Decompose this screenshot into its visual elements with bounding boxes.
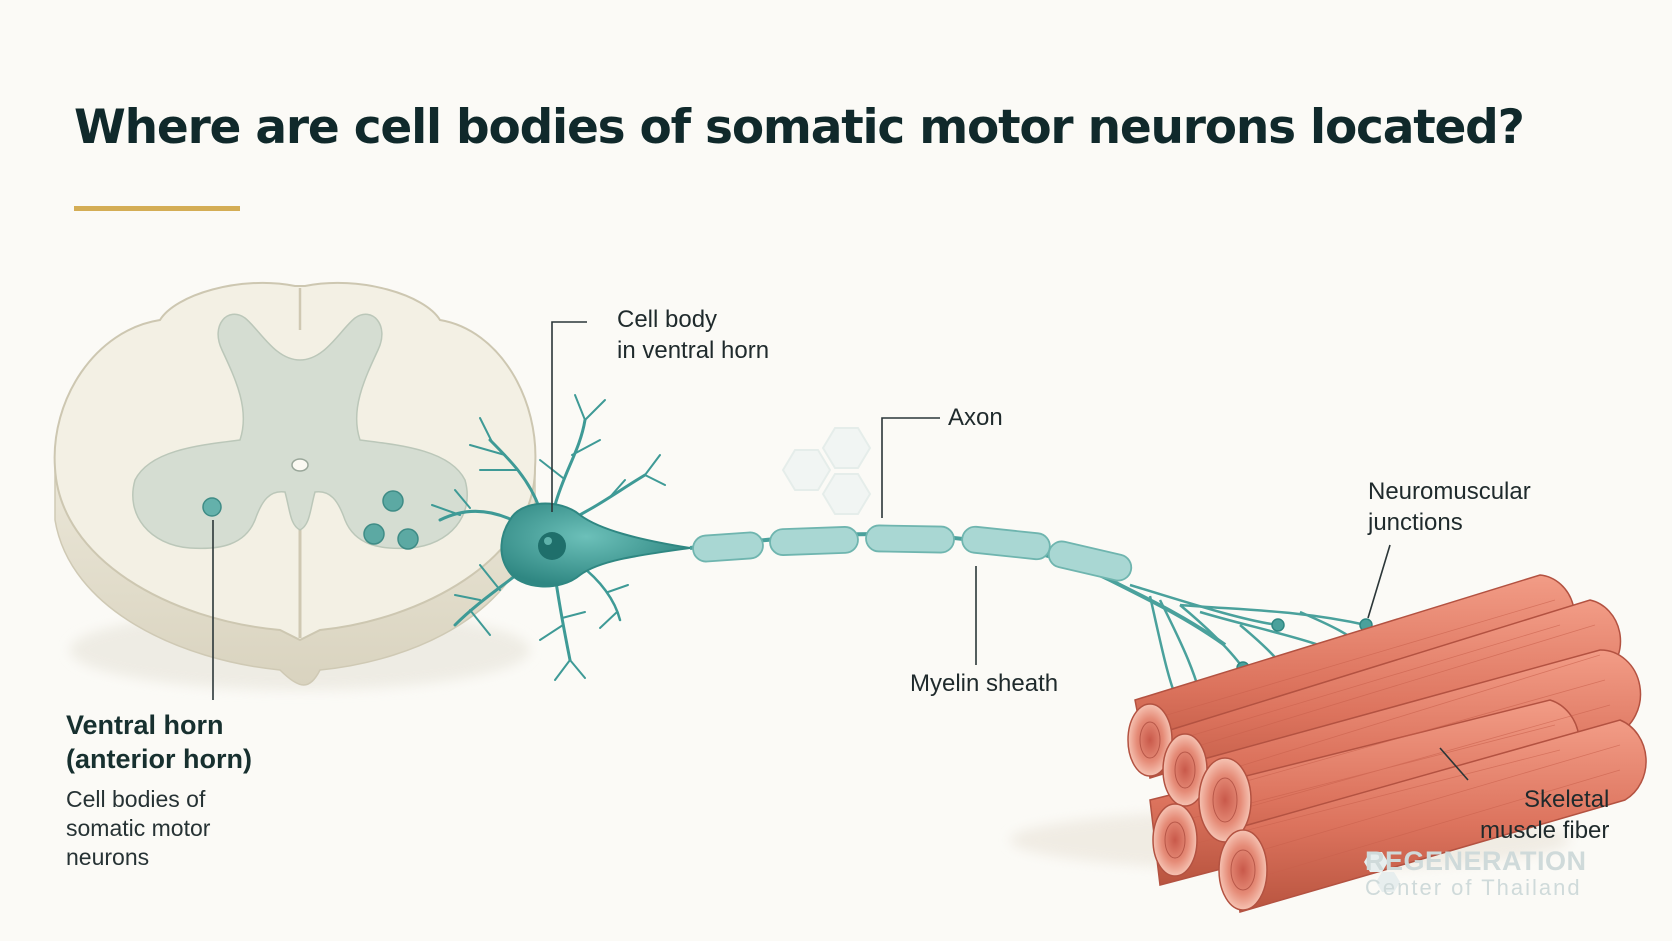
myelin-sheath <box>692 524 1133 582</box>
label-myelin-sheath: Myelin sheath <box>910 670 1059 697</box>
label-skeletal-muscle-fiber: Skeletal muscle fiber <box>1480 786 1610 844</box>
label-ventral-horn-description: Cell bodies of somatic motor neurons <box>66 786 211 870</box>
label-ventral-horn: Ventral horn (anterior horn) <box>66 710 252 774</box>
title-underline <box>74 206 240 211</box>
neuron-cell-body <box>500 502 691 588</box>
leader-lines <box>212 321 1469 781</box>
page-title: Where are cell bodies of somatic motor n… <box>74 100 1525 155</box>
label-cell-body: Cell body in ventral horn <box>617 306 770 364</box>
watermark-logo: REGENERATION Center of Thailand <box>1365 846 1587 900</box>
hexagon-watermark-icon <box>781 427 872 515</box>
hexagon-logo-icon <box>1364 852 1400 892</box>
spinal-cord-cross-section <box>53 282 537 690</box>
skeletal-muscle-bundle <box>1010 574 1647 913</box>
label-axon: Axon <box>948 404 1003 431</box>
label-neuromuscular-junctions: Neuromuscular junctions <box>1368 478 1531 536</box>
